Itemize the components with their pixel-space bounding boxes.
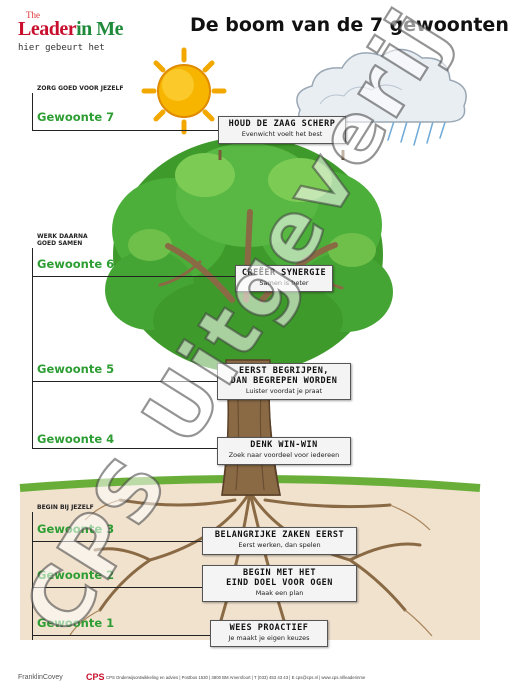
bracket-group-2	[32, 248, 33, 448]
sign-title-4: DENK WIN-WIN	[250, 440, 318, 450]
habit-label-4: Gewoonte 4	[37, 432, 115, 446]
habit-label-7: Gewoonte 7	[37, 110, 115, 124]
leader-line-3	[32, 541, 202, 542]
group-label-werk: WERK DAARNA GOED SAMEN	[37, 233, 88, 247]
sign-habit-2: BEGIN MET HET EIND DOEL VOOR OGEN Maak e…	[202, 565, 357, 602]
group-label-werk-line1: WERK DAARNA	[37, 233, 88, 240]
habit-label-2: Gewoonte 2	[37, 568, 115, 582]
logo-brand: Leaderin Me	[18, 18, 124, 41]
sign-habit-5: EERST BEGRIJPEN, DAN BEGREPEN WORDEN Lui…	[217, 363, 351, 400]
leader-in-me-logo: The Leaderin Me hier gebeurt het	[14, 10, 164, 54]
leader-line-4	[32, 448, 217, 449]
footer-franklincovey: FranklinCovey	[18, 674, 63, 681]
leader-line-7	[32, 130, 220, 131]
sign-habit-3: BELANGRIJKE ZAKEN EERST Eerst werken, da…	[202, 527, 357, 555]
sign-subtitle-6: Samen is beter	[259, 279, 309, 287]
sign-subtitle-4: Zoek naar voordeel voor iedereen	[228, 451, 340, 459]
sign-subtitle-1: Je maakt je eigen keuzes	[228, 634, 310, 642]
leader-line-2	[32, 587, 202, 588]
group-label-werk-line2: GOED SAMEN	[37, 240, 83, 247]
sign-title-2-line2: EIND DOEL VOOR OGEN	[226, 578, 333, 588]
bracket-group-3	[32, 512, 33, 640]
footer: FranklinCovey CPS CPS Onderwijsontwikkel…	[0, 666, 500, 691]
leader-line-1	[32, 635, 210, 636]
group-label-zorg: ZORG GOED VOOR JEZELF	[37, 85, 124, 92]
sign-subtitle-5: Luister voordat je praat	[245, 387, 323, 395]
group-label-begin: BEGIN BIJ JEZELF	[37, 504, 94, 511]
sign-title-5-line1: EERST BEGRIJPEN,	[239, 366, 329, 376]
sign-title-7: HOUD DE ZAAG SCHERP	[228, 119, 336, 129]
footer-cps-logo: CPS	[86, 672, 105, 682]
rain-cloud-icon	[296, 48, 467, 146]
page-title: De boom van de 7 gewoonten	[190, 14, 509, 36]
sun-icon	[141, 47, 227, 135]
sign-title-1: WEES PROACTIEF	[229, 623, 309, 633]
sign-title-2-line1: BEGIN MET HET	[242, 568, 317, 578]
sign-title-5-line2: DAN BEGREPEN WORDEN	[230, 376, 338, 386]
sign-title-6: CREËER SYNERGIE	[241, 268, 327, 278]
logo-the: The	[26, 10, 40, 20]
sign-subtitle-7: Evenwicht voelt het best	[241, 130, 323, 138]
habit-label-5: Gewoonte 5	[37, 362, 115, 376]
habit-label-6: Gewoonte 6	[37, 257, 115, 271]
sign-subtitle-2: Maak een plan	[255, 589, 304, 597]
logo-leader: Leader	[18, 18, 77, 40]
tree-canopy	[105, 137, 393, 373]
habit-label-1: Gewoonte 1	[37, 616, 115, 630]
sign-habit-1: WEES PROACTIEF Je maakt je eigen keuzes	[210, 620, 328, 647]
logo-tagline: hier gebeurt het	[18, 43, 105, 53]
sign-habit-7: HOUD DE ZAAG SCHERP Evenwicht voelt het …	[218, 116, 346, 144]
leader-line-5	[32, 381, 217, 382]
sign-title-3: BELANGRIJKE ZAKEN EERST	[214, 530, 345, 540]
bracket-group-1	[32, 93, 33, 131]
footer-contact-info: CPS Onderwijsontwikkeling en advies | Po…	[106, 675, 366, 680]
sign-subtitle-3: Eerst werken, dan spelen	[238, 541, 321, 549]
habit-label-3: Gewoonte 3	[37, 522, 115, 536]
sign-habit-6: CREËER SYNERGIE Samen is beter	[235, 265, 333, 292]
logo-in-me: in Me	[76, 18, 124, 40]
sign-habit-4: DENK WIN-WIN Zoek naar voordeel voor ied…	[217, 437, 351, 465]
leader-line-6	[32, 276, 235, 277]
